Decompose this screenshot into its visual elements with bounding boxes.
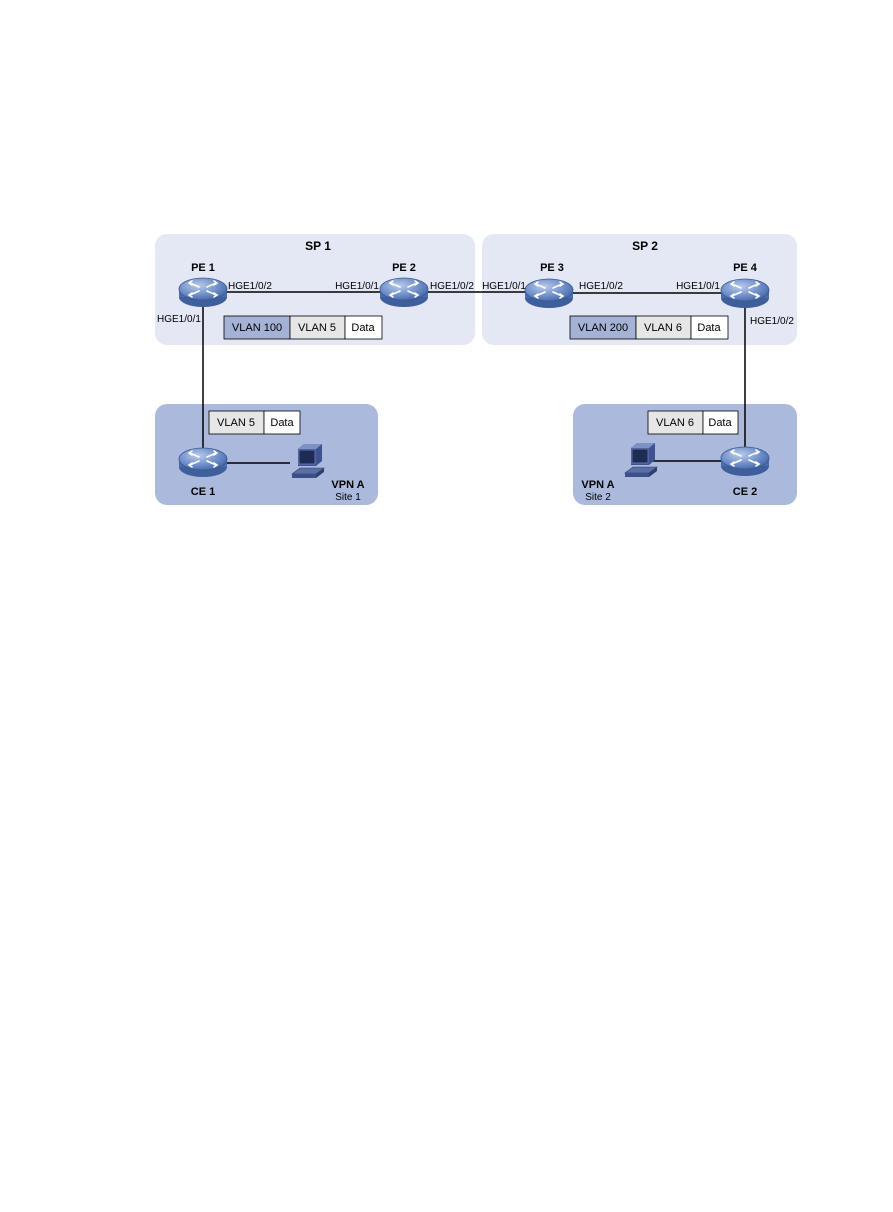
site2-vpn-label: VPN A [581,479,614,491]
site1-frame: VLAN 5 Data [208,410,301,435]
pe4-label: PE 4 [733,262,758,274]
pe3-port-left: HGE1/0/1 [482,281,526,292]
site2-name-label: Site 2 [585,492,611,503]
pe2-port-right: HGE1/0/2 [430,281,474,292]
pe4-port-left: HGE1/0/1 [676,281,720,292]
site2-frame-vlan: VLAN 6 [656,417,694,429]
sp2-frame-data: Data [697,322,721,334]
site2-frame-data-cell [702,410,739,435]
sp1-frame-outer-vlan: VLAN 100 [232,322,282,334]
ce1-label: CE 1 [191,486,215,498]
sp1-frame-data: Data [351,322,375,334]
sp1-frame-data-cell [344,315,383,340]
sp1-title: SP 1 [305,239,331,253]
ce1-router-icon [178,447,228,478]
pe4-router-icon [720,278,770,309]
site1-frame-data-cell [263,410,301,435]
sp1-frame: VLAN 100 VLAN 5 Data [223,315,383,340]
pe3-router-icon [524,278,574,309]
site1-frame-data: Data [270,417,294,429]
sp2-frame: VLAN 200 VLAN 6 Data [569,315,729,340]
site1-name-label: Site 1 [335,492,361,503]
site1-frame-vlan: VLAN 5 [217,417,255,429]
sp2-frame-data-cell [690,315,729,340]
pe1-port-down: HGE1/0/1 [157,314,201,325]
sp2-frame-outer-vlan: VLAN 200 [578,322,628,334]
pe1-label: PE 1 [191,262,215,274]
site2-zone [573,404,797,505]
sp1-frame-inner-vlan: VLAN 5 [298,322,336,334]
site2-frame: VLAN 6 Data [647,410,739,435]
ce2-router-icon [720,446,770,477]
pe2-port-left: HGE1/0/1 [335,281,379,292]
pe4-port-down: HGE1/0/2 [750,316,794,327]
pe3-label: PE 3 [540,262,564,274]
ce2-label: CE 2 [733,486,757,498]
sp2-frame-inner-vlan: VLAN 6 [644,322,682,334]
sp2-title: SP 2 [632,239,658,253]
pe2-label: PE 2 [392,262,416,274]
site2-frame-data: Data [708,417,732,429]
pe1-router-icon [178,277,228,308]
pe1-port-up: HGE1/0/2 [228,281,272,292]
pe3-port-right: HGE1/0/2 [579,281,623,292]
pe2-router-icon [379,277,429,308]
site1-vpn-label: VPN A [331,479,364,491]
